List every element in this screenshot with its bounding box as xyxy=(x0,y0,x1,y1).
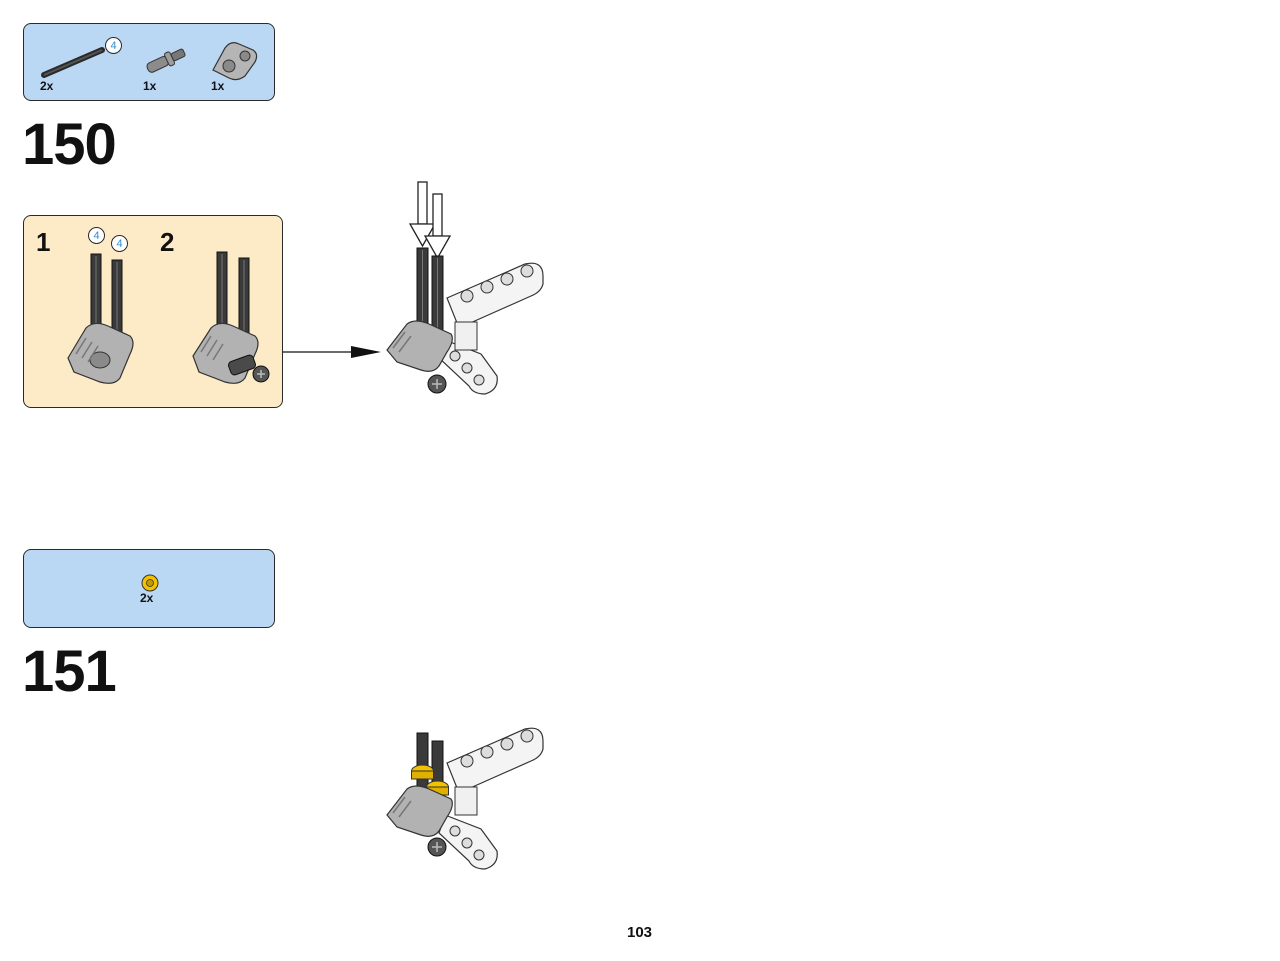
page-number: 103 xyxy=(627,924,653,941)
step-150-main-assembly-illustration xyxy=(386,181,544,395)
insertion-arrow-b xyxy=(423,193,452,260)
axle-pin-part-icon xyxy=(146,48,186,73)
axle-length-badge: 4 xyxy=(105,37,122,54)
step-150-number: 150 xyxy=(22,112,117,177)
substep-1-badge-b: 4 xyxy=(111,235,128,252)
part-qty-axle-pin: 1x xyxy=(143,79,157,93)
axle-part-icon xyxy=(41,47,105,78)
yellow-bushing-part-icon xyxy=(141,574,159,592)
substep-1-number: 1 xyxy=(36,227,51,257)
substep-2-number: 2 xyxy=(160,227,175,257)
step-150-parts-box: 4 2x 1x 1x xyxy=(23,23,275,101)
step-151-parts-box: 2x xyxy=(23,549,275,628)
step-151-number: 151 xyxy=(22,639,117,704)
part-qty-axle: 2x xyxy=(40,79,54,93)
substep-1-badge-a: 4 xyxy=(88,227,105,244)
part-qty-angle-connector: 1x xyxy=(211,79,225,93)
substep-2-assembly-illustration xyxy=(192,251,270,384)
step-151-main-assembly-illustration xyxy=(386,727,544,870)
step-150-substep-box: 1 4 4 2 xyxy=(23,215,283,408)
substep-1-assembly-illustration xyxy=(67,253,134,384)
callout-arrow xyxy=(283,346,381,358)
part-qty-bushing: 2x xyxy=(140,591,154,605)
angle-connector-part-icon xyxy=(212,42,258,81)
insertion-arrow-a xyxy=(408,181,437,248)
